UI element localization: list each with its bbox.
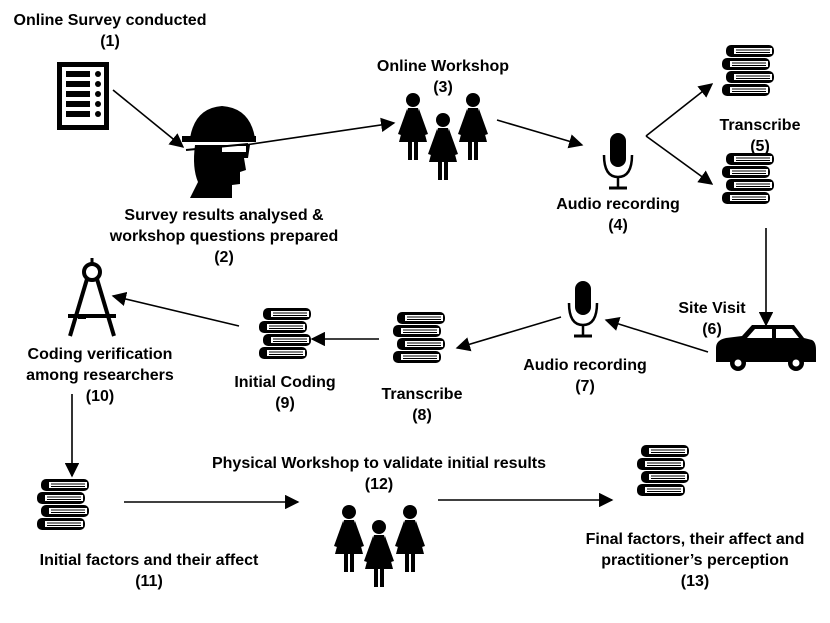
stack-of-books-icon [721,44,775,97]
microphone-icon [602,131,634,190]
arrow-9-to-10 [111,291,240,327]
node-11-label: Initial factors and their affect (11) [39,552,259,590]
car-icon [716,325,816,371]
stack-of-books-icon [721,152,775,205]
node-3-label: Online Workshop (3) [376,58,510,96]
checklist-document-icon [57,62,109,130]
microphone-icon [567,279,599,338]
node-2-label: Survey results analysed & workshop quest… [109,207,339,266]
group-of-people-icon [398,93,488,180]
arrow-1-to-2 [112,89,185,148]
node-10-label: Coding verification among researchers (1… [26,346,174,405]
node-6-label: Site Visit (6) [678,300,746,338]
node-8-label: Transcribe (8) [381,386,463,424]
node-1-label: Online Survey conducted (1) [13,12,207,50]
stack-of-books-icon [258,307,312,360]
arrow-3-to-4 [496,119,584,149]
node-4-label: Audio recording (4) [556,196,680,234]
node-12-label: Physical Workshop to validate initial re… [211,455,547,493]
arrow-4-to-5b [645,135,714,185]
stack-of-books-icon [636,444,690,497]
node-5-label: Transcribe (5) [719,117,801,155]
arrow-4-to-5a [645,83,714,137]
node-7-label: Audio recording (7) [523,357,647,395]
stack-of-books-icon [36,478,90,531]
arrow-2-to-3 [244,117,396,146]
arrow-6-to-7 [604,317,709,353]
drafting-compass-icon [68,258,116,337]
node-9-label: Initial Coding (9) [234,374,336,412]
stack-of-books-icon [392,311,446,364]
node-13-label: Final factors, their affect and practiti… [585,531,805,590]
group-of-people-icon [334,505,425,587]
arrow-7-to-8 [455,316,562,352]
hard-hat-person-icon [182,106,256,198]
